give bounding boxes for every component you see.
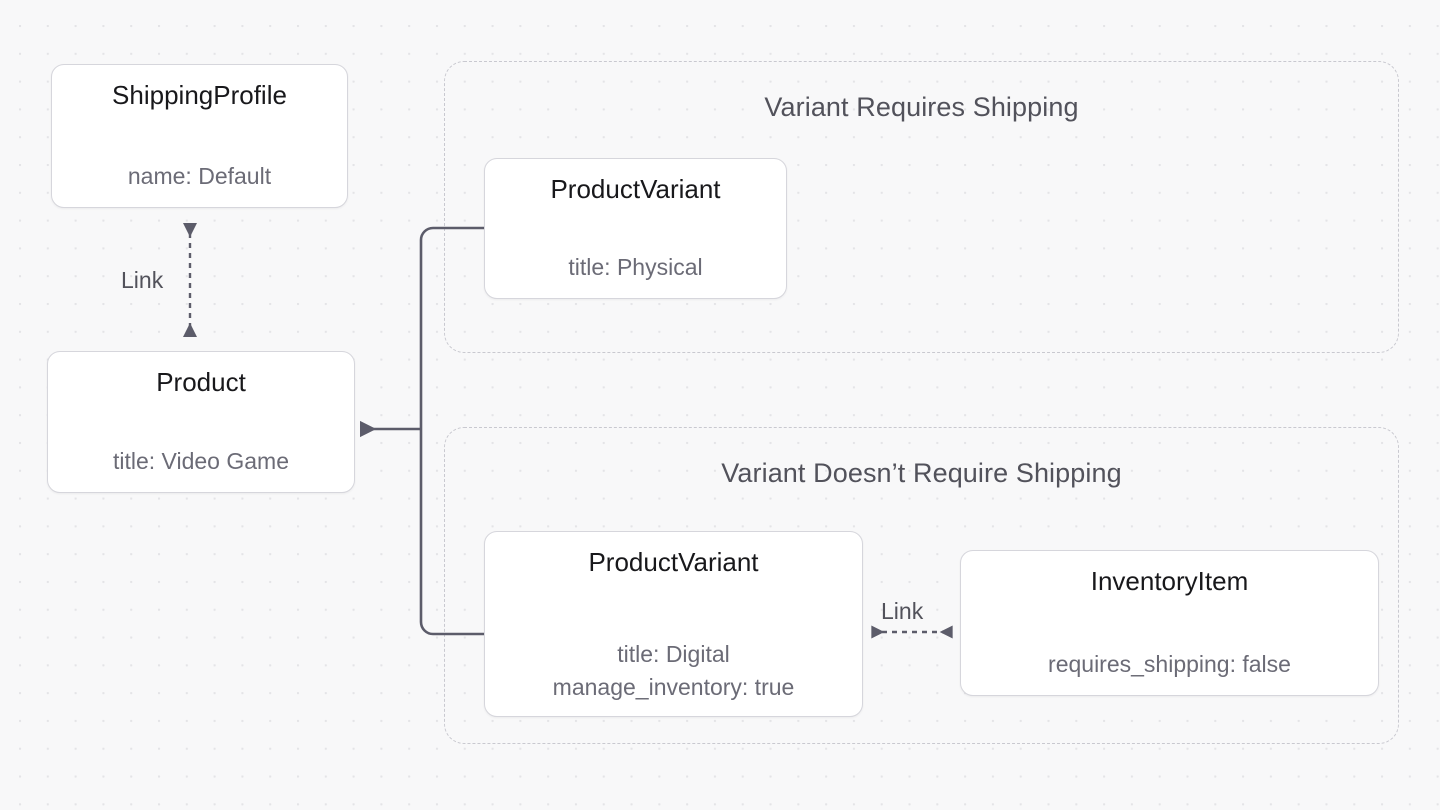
node-inventory-item[interactable]: InventoryItem requires_shipping: false bbox=[960, 550, 1379, 696]
node-property: manage_inventory: true bbox=[552, 673, 795, 700]
node-title: ProductVariant bbox=[588, 547, 759, 577]
node-title: Product bbox=[156, 367, 246, 397]
node-title: InventoryItem bbox=[1090, 566, 1249, 596]
node-property: title: Physical bbox=[568, 253, 703, 280]
node-properties: title: Physical bbox=[503, 252, 768, 282]
edge-label-link-shippingprofile-product: Link bbox=[121, 267, 164, 293]
group-title: Variant Doesn’t Require Shipping bbox=[721, 458, 1122, 488]
node-product[interactable]: Product title: Video Game bbox=[47, 351, 355, 493]
node-shipping-profile[interactable]: ShippingProfile name: Default bbox=[51, 64, 348, 208]
node-title: ProductVariant bbox=[550, 174, 721, 204]
group-title: Variant Requires Shipping bbox=[764, 92, 1079, 122]
node-property: requires_shipping: false bbox=[1048, 650, 1291, 677]
edge-label-link-variant-inventoryitem: Link bbox=[881, 598, 924, 624]
node-product-variant-digital[interactable]: ProductVariant title: Digital manage_inv… bbox=[484, 531, 863, 717]
node-title: ShippingProfile bbox=[112, 80, 287, 110]
node-properties: title: Video Game bbox=[66, 446, 336, 476]
node-property: title: Video Game bbox=[112, 447, 289, 474]
node-property: name: Default bbox=[127, 162, 272, 189]
node-product-variant-physical[interactable]: ProductVariant title: Physical bbox=[484, 158, 787, 299]
node-properties: title: Digital manage_inventory: true bbox=[503, 639, 844, 702]
node-property: title: Digital bbox=[617, 641, 730, 668]
node-properties: requires_shipping: false bbox=[979, 649, 1360, 679]
group-variant-requires-shipping[interactable]: Variant Requires Shipping bbox=[444, 61, 1399, 353]
node-properties: name: Default bbox=[70, 161, 329, 191]
